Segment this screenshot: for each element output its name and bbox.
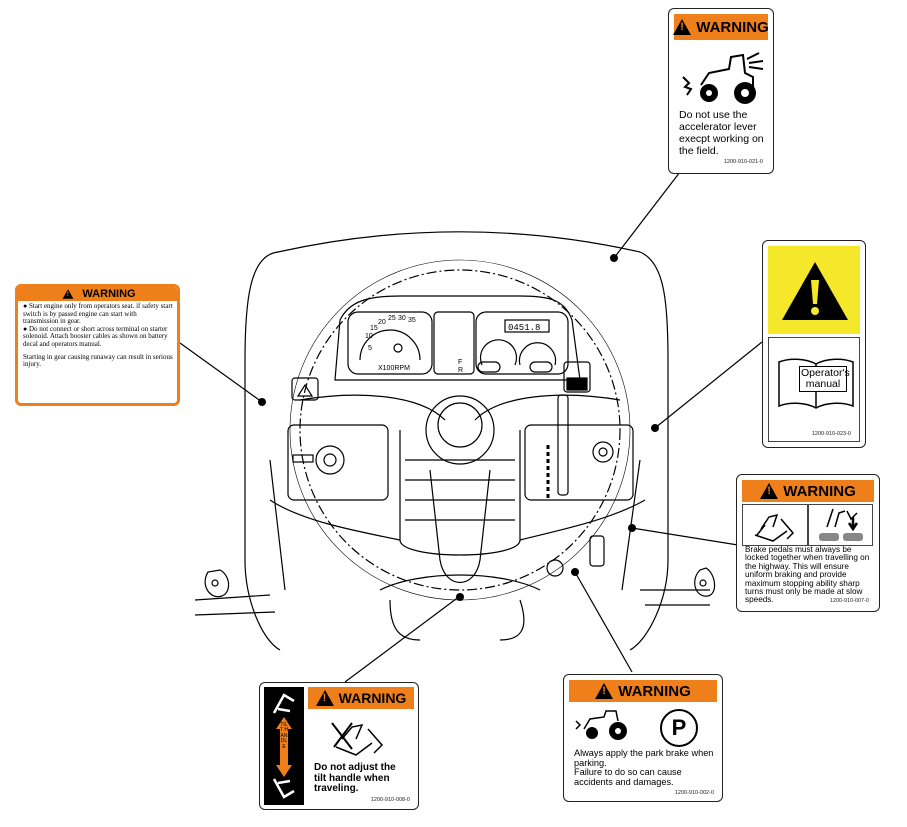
accelerator-warning-decal: WARNING Do not use the accelerator lever… — [668, 8, 774, 174]
warning-triangle-icon — [760, 483, 779, 499]
odometer: 0451.8 — [508, 323, 540, 333]
right-switch-panel — [524, 424, 634, 501]
key-switch-right — [592, 441, 614, 463]
park-brake-text-2: Failure to do so can cause accidents and… — [574, 767, 682, 787]
manual-label: Operator's manual — [799, 366, 850, 392]
gear-reverse: R — [458, 367, 463, 374]
warning-header: WARNING — [308, 687, 414, 709]
decal-code: 1200-910-023-0 — [811, 431, 851, 437]
warning-header: WARNING — [742, 480, 874, 502]
rpm-unit: X100RPM — [378, 365, 410, 372]
tilt-side-label: TILT HANDLE — [280, 722, 288, 750]
brake-warning-text: Brake pedals must always be locked toget… — [745, 545, 870, 605]
warning-triangle-icon — [63, 289, 74, 299]
hood-outline — [244, 251, 281, 651]
runaway-tractor-icon — [575, 710, 627, 740]
tilt-warning-text: Do not adjust the tilt handle when trave… — [314, 762, 396, 794]
brake-pedals-icon — [819, 508, 863, 541]
park-symbol-icon: P — [660, 709, 698, 747]
tach-tick: 25 — [388, 315, 396, 322]
warning-triangle-icon — [315, 690, 334, 706]
decal-code: 1200-910-002-0 — [674, 790, 714, 796]
tach-tick: 30 — [398, 315, 406, 322]
ignition-switch-left — [315, 445, 345, 475]
runaway-tractor-icon — [682, 52, 764, 104]
start-warning-bullet-1: ● Start engine only from operators seat.… — [23, 302, 173, 326]
start-warning-footer: Starting in gear causing runaway can res… — [23, 352, 173, 369]
warning-triangle-icon — [595, 683, 614, 699]
tach-tick: 15 — [370, 325, 378, 332]
leader-start — [179, 342, 263, 403]
leader-manual — [654, 341, 763, 429]
tach-tick: 35 — [408, 317, 416, 324]
leader-accelerator — [613, 171, 681, 259]
tilt-side-strip: TILT HANDLE — [264, 687, 304, 805]
decal-code: 1200-910-021-0 — [723, 159, 763, 165]
leader-park — [574, 571, 633, 673]
tach-tick: 10 — [365, 333, 373, 340]
park-brake-text-1: Always apply the park brake when parking… — [574, 748, 714, 768]
start-warning-bullet-2: ● Do not connect or short across termina… — [23, 324, 168, 348]
operator-manual-decal: Operator's manual 1200-910-023-0 — [762, 240, 866, 448]
warning-header: WARNING — [18, 287, 177, 301]
tach-tick: 20 — [378, 319, 386, 326]
tach-tick: 5 — [368, 345, 372, 352]
steering-tilt-icon — [331, 722, 384, 756]
steering-hub-logo — [437, 402, 483, 448]
steering-wheel — [299, 269, 621, 591]
hazard-button — [291, 377, 319, 401]
yellow-panel — [768, 246, 860, 334]
park-brake-warning-decal: WARNING P Always apply the park brake wh… — [563, 674, 723, 802]
operator-seat-icon — [754, 513, 795, 542]
left-switch-panel — [287, 424, 389, 501]
caution-triangle-icon — [782, 262, 848, 320]
warning-header: WARNING — [569, 680, 717, 702]
gear-forward: F — [458, 359, 462, 366]
throttle-lever — [557, 394, 569, 496]
manual-panel: Operator's manual 1200-910-023-0 — [768, 337, 860, 442]
accelerator-warning-text: Do not use the accelerator lever execpt … — [679, 109, 764, 157]
brake-warning-decal: WARNING Brake pedals must always be lock… — [736, 474, 880, 612]
tilt-warning-decal: TILT HANDLE WARNING Do not adjust the ti… — [259, 682, 419, 810]
brake-pictogram-right — [808, 504, 873, 546]
decal-code: 1200-910-007-0 — [829, 598, 869, 604]
brake-pictogram-left — [742, 504, 808, 546]
start-warning-decal: WARNING ● Start engine only from operato… — [15, 284, 180, 406]
warning-header: WARNING — [673, 14, 769, 40]
tilt-handle-icon — [272, 693, 295, 799]
warning-triangle-icon — [673, 19, 692, 35]
instrument-cluster — [334, 295, 581, 381]
leader-tilt — [344, 595, 461, 683]
decal-code: 1200-910-008-0 — [370, 797, 410, 803]
leader-brake — [631, 527, 739, 546]
